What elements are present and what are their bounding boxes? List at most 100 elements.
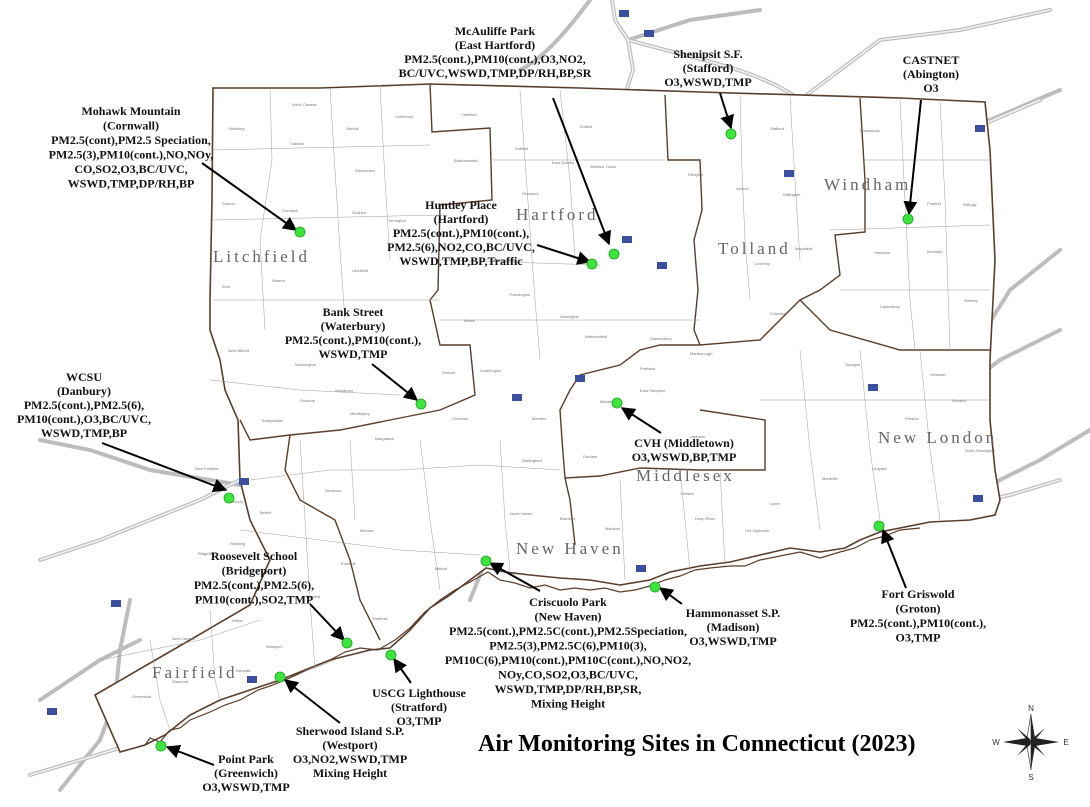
site-label-line: O3,WSWD,TMP	[202, 780, 289, 794]
svg-text:Stratford: Stratford	[372, 616, 387, 621]
svg-text:Winchester: Winchester	[355, 168, 376, 173]
svg-text:Vernon: Vernon	[736, 186, 749, 191]
site-label-line: O3,TMP	[397, 714, 442, 728]
site-marker-bankstreet[interactable]	[415, 398, 427, 410]
svg-text:Norwalk: Norwalk	[236, 668, 250, 673]
svg-text:Litchfield: Litchfield	[352, 268, 368, 273]
svg-text:East Hampton: East Hampton	[640, 388, 665, 393]
site-label-mohawk: Mohawk Mountain(Cornwall)PM2.5(cont),PM2…	[49, 104, 214, 191]
site-label-sherwood: Sherwood Island S.P.(Westport)O3,NO2,WSW…	[293, 724, 407, 780]
svg-text:Mansfield: Mansfield	[795, 246, 812, 251]
site-label-line: (New Haven)	[535, 610, 602, 624]
site-label-line: PM10(cont.),O3,BC/UVC,	[17, 412, 151, 426]
svg-text:Deep River: Deep River	[695, 516, 716, 521]
svg-text:Goshen: Goshen	[352, 210, 366, 215]
site-label-line: NOy,CO,SO2,O3,BC/UVC,	[498, 668, 638, 682]
site-marker-castnet[interactable]	[902, 213, 914, 225]
svg-text:Trumbull: Trumbull	[340, 561, 356, 566]
svg-text:Suffield: Suffield	[515, 146, 528, 151]
site-label-line: O3,NO2,WSWD,TMP	[293, 752, 407, 766]
svg-text:Ridgefield: Ridgefield	[198, 551, 216, 556]
svg-text:Willington: Willington	[783, 192, 800, 197]
site-label-line: PM2.5(cont.),PM10(cont.),	[393, 226, 529, 240]
compass-rose-icon: N S E W	[992, 704, 1068, 782]
site-label-line: O3,TMP	[896, 631, 941, 645]
svg-text:Lyme: Lyme	[770, 501, 780, 506]
site-label-line: (Stafford)	[683, 61, 734, 75]
svg-text:Pomfret: Pomfret	[927, 201, 942, 206]
svg-text:North Haven: North Haven	[510, 511, 532, 516]
site-label-line: PM10(cont.),SO2,TMP	[195, 593, 313, 607]
site-marker-wcsu[interactable]	[223, 492, 235, 504]
svg-text:Roxbury: Roxbury	[300, 398, 315, 403]
site-marker-huntley[interactable]	[586, 258, 598, 270]
site-label-bankstreet: Bank Street(Waterbury)PM2.5(cont.),PM10(…	[285, 305, 421, 361]
svg-text:Southington: Southington	[480, 368, 501, 373]
site-label-line: WSWD,TMP,BP	[41, 426, 127, 440]
svg-text:New Fairfield: New Fairfield	[195, 466, 218, 471]
svg-text:Madison: Madison	[605, 526, 620, 531]
site-label-line: (Greenwich)	[214, 766, 278, 780]
svg-text:Montville: Montville	[822, 476, 839, 481]
site-marker-cvh[interactable]	[611, 397, 623, 409]
site-label-line: (Abington)	[903, 67, 959, 81]
county-tolland: Tolland	[718, 239, 791, 258]
site-marker-roosevelt[interactable]	[341, 637, 353, 649]
site-marker-criscuolo[interactable]	[480, 555, 492, 567]
county-middlesex: Middlesex	[636, 466, 735, 485]
site-label-hammonasset: Hammonasset S.P.(Madison)O3,WSWD,TMP	[686, 606, 781, 648]
site-label-line: Hammonasset S.P.	[686, 606, 781, 620]
site-marker-hammonasset[interactable]	[649, 581, 661, 593]
site-marker-shenipsit[interactable]	[725, 128, 737, 140]
county-new-london: New London	[878, 428, 997, 447]
svg-text:Portland: Portland	[640, 366, 655, 371]
svg-text:Canaan: Canaan	[290, 141, 304, 146]
site-label-line: PM2.5(3),PM10(cont.),NO,NOy,	[49, 148, 214, 162]
svg-text:Middlebury: Middlebury	[350, 411, 370, 416]
svg-text:Greenwich: Greenwich	[132, 694, 151, 699]
site-label-mcauliffe: McAuliffe Park(East Hartford)PM2.5(cont.…	[399, 24, 592, 80]
svg-text:Killingly: Killingly	[963, 202, 977, 207]
svg-text:Brooklyn: Brooklyn	[927, 249, 943, 254]
svg-text:Colebrook: Colebrook	[395, 114, 413, 119]
site-label-line: WSWD,TMP,DP/RH,BP	[68, 177, 195, 191]
site-label-line: Sherwood Island S.P.	[296, 724, 404, 738]
svg-text:Wilton: Wilton	[232, 618, 243, 623]
svg-text:Branford: Branford	[560, 516, 575, 521]
site-marker-mohawk[interactable]	[294, 226, 306, 238]
svg-text:Bethel: Bethel	[260, 510, 271, 515]
svg-text:Columbia: Columbia	[770, 311, 788, 316]
svg-text:Woodstock: Woodstock	[860, 128, 880, 133]
site-marker-mcauliffe[interactable]	[608, 248, 620, 260]
county-names: Litchfield Hartford Tolland Windham Midd…	[152, 175, 997, 682]
svg-text:Redding: Redding	[230, 541, 245, 546]
site-label-line: Mixing Height	[531, 697, 605, 711]
site-label-line: BC/UVC,WSWD,TMP,DP/RH,BP,SR	[399, 66, 592, 80]
svg-text:Newington: Newington	[560, 314, 579, 319]
svg-text:North Canaan: North Canaan	[292, 102, 317, 107]
svg-text:Griswold: Griswold	[930, 372, 946, 377]
site-label-line: PM2.5(cont.),PM2.5(6),	[24, 398, 144, 412]
site-label-line: (Groton)	[895, 602, 940, 616]
site-label-line: Huntley Place	[425, 198, 497, 212]
svg-text:Naugatuck: Naugatuck	[375, 436, 394, 441]
site-label-line: WSWD,TMP,BP,Traffic	[399, 254, 523, 268]
svg-text:Windsor Locks: Windsor Locks	[590, 164, 616, 169]
site-marker-fortgriswold[interactable]	[873, 520, 885, 532]
county-borders	[239, 83, 990, 641]
svg-text:Coventry: Coventry	[754, 261, 770, 266]
state-outline	[93, 83, 1001, 753]
site-label-line: CASTNET	[903, 53, 960, 67]
svg-text:Bridgewater: Bridgewater	[262, 418, 284, 423]
svg-text:Farmington: Farmington	[510, 292, 530, 297]
county-fairfield: Fairfield	[152, 663, 238, 682]
svg-text:Marlborough: Marlborough	[690, 351, 712, 356]
compass-west: W	[992, 738, 1000, 747]
site-label-roosevelt: Roosevelt School(Bridgeport)PM2.5(cont.)…	[194, 549, 314, 607]
site-marker-pointpark[interactable]	[155, 740, 167, 752]
svg-text:Simsbury: Simsbury	[522, 191, 539, 196]
site-marker-sherwood[interactable]	[274, 671, 286, 683]
site-marker-uscg[interactable]	[385, 649, 397, 661]
site-label-line: PM2.5(cont.),PM10(cont.),	[850, 616, 986, 630]
